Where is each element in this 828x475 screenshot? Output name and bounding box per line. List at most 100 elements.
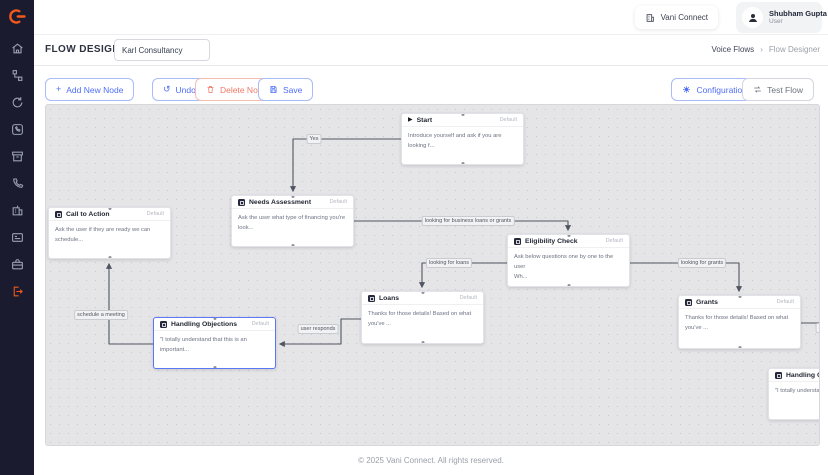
vani-connect-label: Vani Connect (660, 13, 708, 22)
node-type-icon (368, 294, 375, 302)
node-title: Call to Action (66, 210, 110, 218)
node-default-badge: Default (329, 199, 347, 205)
vani-logo-icon (9, 8, 26, 24)
node-header: Grants Default (679, 296, 800, 309)
node-type-icon (55, 210, 62, 218)
node-title: Handling Obj (786, 371, 819, 379)
home-icon[interactable] (11, 42, 24, 55)
node-title: Grants (696, 298, 718, 306)
node-type-icon (238, 198, 245, 206)
briefcase-icon[interactable] (11, 258, 24, 271)
edge-label: Yes (306, 134, 322, 144)
toolbar: + Add New Node ↺ Undo Delete Node Save C… (34, 66, 828, 104)
node-body: "I totally understand that this is an im… (160, 337, 247, 354)
plus-icon: + (56, 84, 62, 94)
copyright-text: © 2025 Vani Connect. All rights reserved… (358, 456, 504, 465)
node-body: Thanks for those details! Based on what … (368, 311, 472, 328)
node-default-badge: Default (251, 321, 269, 327)
node-body: Ask below questions one by one to the us… (514, 254, 614, 281)
add-new-node-label: Add New Node (66, 84, 124, 95)
organization-icon[interactable] (11, 204, 24, 217)
undo-label: Undo (175, 84, 196, 95)
flow-node-handling-objections-2[interactable]: Handling ObjDefault "I totally understand… (768, 368, 820, 420)
flow-name-input[interactable] (114, 39, 210, 61)
breadcrumb-flow-designer: Flow Designer (768, 45, 820, 54)
building-icon (646, 13, 654, 22)
breadcrumb-voice-flows[interactable]: Voice Flows (711, 45, 755, 54)
add-new-node-button[interactable]: + Add New Node (45, 78, 135, 101)
avatar (742, 7, 763, 28)
breadcrumb-separator-icon: › (760, 45, 763, 54)
node-header: Loans Default (362, 292, 483, 305)
phone-icon[interactable] (11, 177, 24, 190)
undo-icon: ↺ (163, 84, 171, 94)
person-icon (748, 13, 757, 22)
page-title: FLOW DESIGNER (45, 44, 135, 55)
sidebar (0, 0, 34, 475)
page-bar: FLOW DESIGNER Voice Flows › Flow Designe… (34, 35, 828, 66)
node-header: Needs Assessment Default (232, 196, 353, 209)
flow-icon[interactable] (11, 69, 24, 82)
node-body: Introduce yourself and ask if you are lo… (408, 133, 502, 150)
edge-e-yes (289, 138, 401, 193)
edge-label: user responds (297, 324, 339, 334)
delete-node-label: Delete Node (220, 84, 268, 95)
save-icon (270, 86, 277, 93)
id-card-icon[interactable] (11, 231, 24, 244)
test-flow-icon (754, 86, 761, 93)
configuration-label: Configuration (696, 84, 747, 95)
node-body: "I totally understand th (775, 388, 820, 394)
node-default-badge: Default (499, 117, 517, 123)
node-type-icon (514, 237, 521, 245)
play-icon: ▶ (408, 117, 413, 123)
vani-connect-button[interactable]: Vani Connect (634, 6, 718, 29)
save-label: Save (283, 84, 303, 95)
node-body: Ask the user what type of financing you'… (238, 215, 346, 232)
video-call-icon[interactable] (11, 123, 24, 136)
node-header: Handling Objections Default (154, 318, 275, 331)
test-flow-button[interactable]: Test Flow (742, 78, 814, 101)
node-body: Thanks for those details! Based on what … (685, 315, 789, 332)
node-type-icon (685, 298, 692, 306)
sidebar-nav (11, 42, 24, 298)
node-default-badge: Default (605, 238, 623, 244)
edge-e-schedule (105, 262, 153, 345)
node-type-icon (160, 320, 167, 328)
node-body: Ask the user if they are ready we can sc… (55, 227, 151, 244)
node-title: Loans (379, 294, 400, 302)
node-title: Start (416, 116, 433, 124)
user-profile[interactable]: Shubham Gupta User (736, 2, 827, 33)
breadcrumb: Voice Flows › Flow Designer (712, 45, 821, 54)
edge-label: looking for loans (425, 258, 473, 268)
edge-label: schedule a meeting (74, 310, 128, 320)
node-title: Needs Assessment (249, 198, 312, 206)
edge-label: looking for grants (677, 258, 727, 268)
flow-node-handling-objections[interactable]: Handling Objections Default "I totally und… (153, 317, 276, 369)
node-header: Handling ObjDefault (769, 369, 819, 382)
refresh-icon[interactable] (11, 96, 24, 109)
node-title: Handling Objections (171, 320, 238, 328)
gear-icon (683, 86, 691, 93)
top-header: Vani Connect Shubham Gupta User (34, 0, 828, 35)
node-header: Call to Action Default (49, 208, 170, 221)
node-title: Eligibility Check (525, 237, 578, 245)
user-name: Shubham Gupta (769, 8, 827, 18)
node-default-badge: Default (146, 211, 164, 217)
test-flow-label: Test Flow (767, 84, 803, 95)
logout-icon[interactable] (11, 285, 24, 298)
edge-label: user responds (815, 323, 819, 333)
archive-icon[interactable] (11, 150, 24, 163)
vani-logo[interactable] (8, 8, 26, 24)
node-default-badge: Default (776, 299, 794, 305)
trash-icon (207, 86, 214, 93)
node-default-badge: Default (459, 295, 477, 301)
save-button[interactable]: Save (258, 78, 314, 101)
